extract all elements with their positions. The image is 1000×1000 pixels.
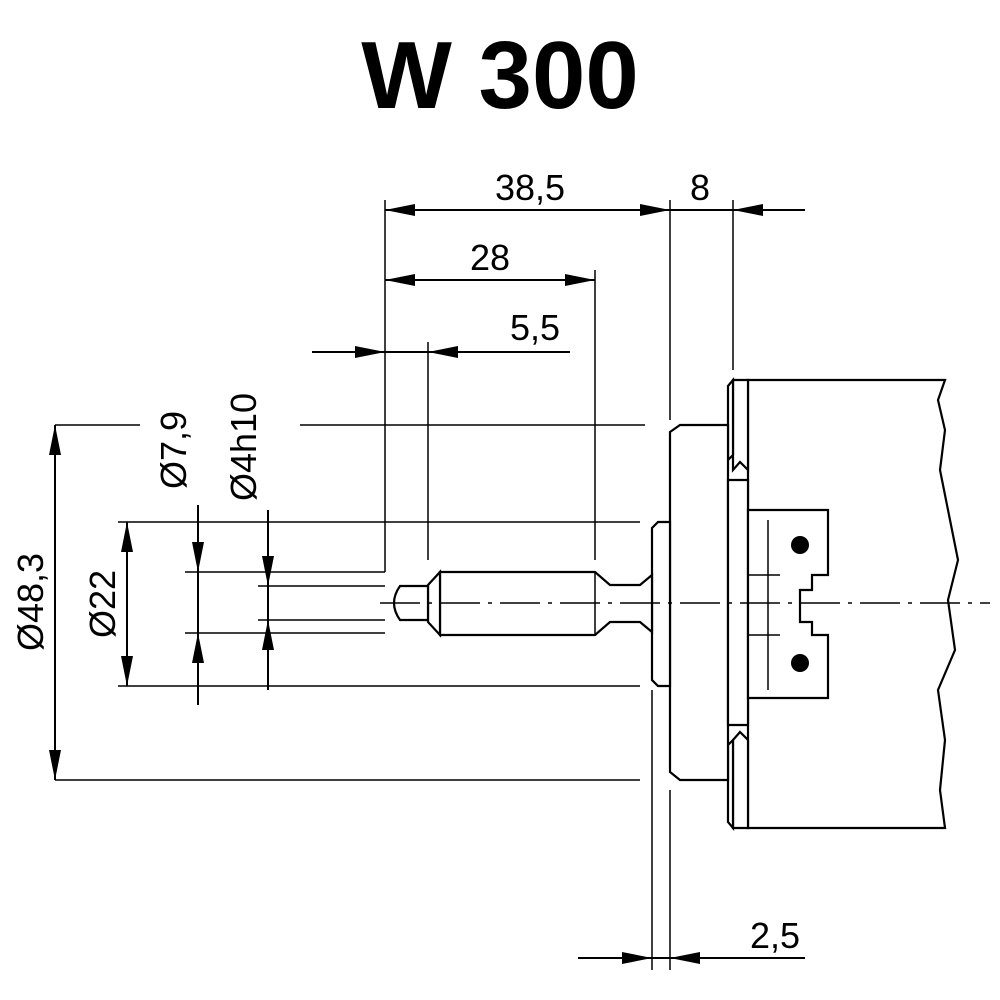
dim-diameter-48-3: Ø48,3 bbox=[10, 553, 51, 651]
dim-38-5: 38,5 bbox=[495, 167, 565, 208]
dim-28: 28 bbox=[470, 237, 510, 278]
dim-diameter-22: Ø22 bbox=[82, 570, 123, 638]
dim-5-5: 5,5 bbox=[510, 307, 560, 348]
part-outline bbox=[392, 376, 960, 832]
dim-8: 8 bbox=[690, 167, 710, 208]
extension-lines bbox=[55, 200, 734, 970]
dimension-lines bbox=[49, 204, 805, 964]
dim-diameter-4h10: Ø4h10 bbox=[223, 393, 264, 501]
dim-diameter-7-9: Ø7,9 bbox=[153, 411, 194, 489]
dim-2-5: 2,5 bbox=[750, 915, 800, 956]
drawing-title: W 300 bbox=[361, 22, 638, 129]
